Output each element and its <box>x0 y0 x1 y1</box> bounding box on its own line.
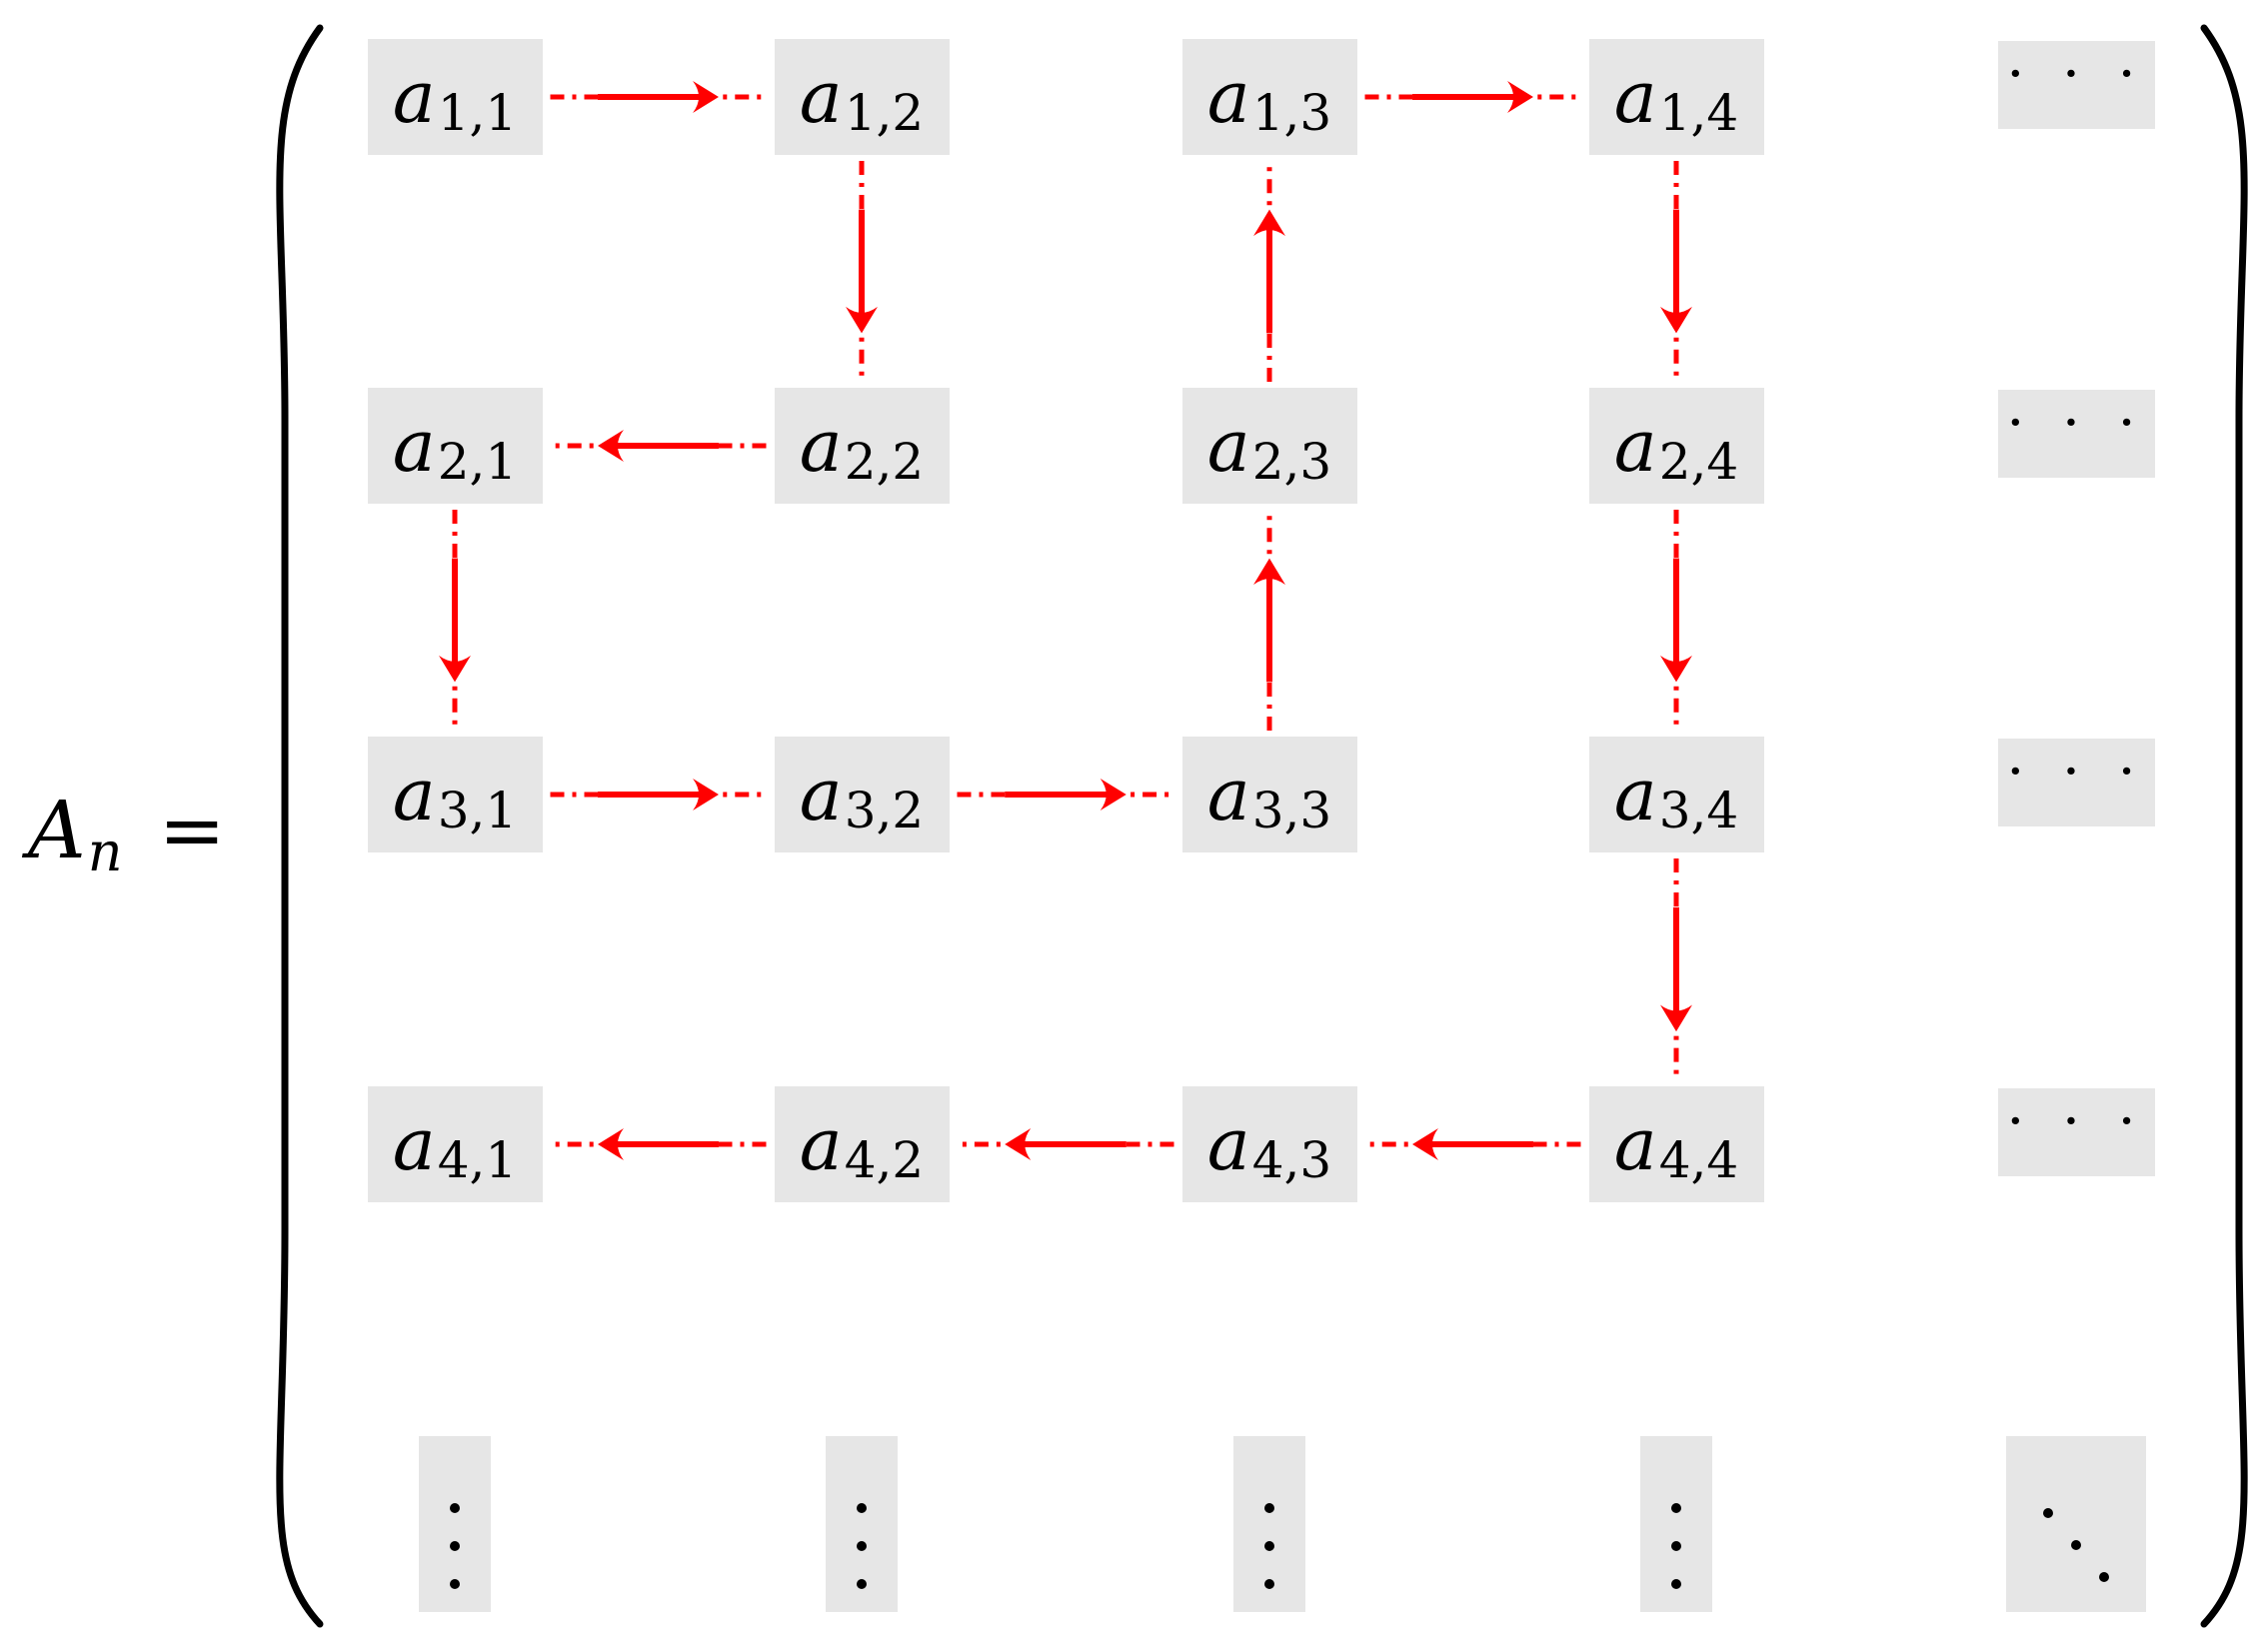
entry-symbol: a <box>392 1102 436 1186</box>
ellipsis-dot <box>1264 1541 1274 1551</box>
path-arrow <box>550 779 767 811</box>
entry-index: 3,3 <box>1251 782 1332 839</box>
path-arrow <box>439 510 471 731</box>
equals-sign: = <box>158 783 226 876</box>
entry-symbol: a <box>799 55 843 139</box>
right-parenthesis <box>2200 24 2248 1628</box>
entry-index: 4,2 <box>844 1131 925 1189</box>
diagonal-ellipsis <box>2006 1436 2146 1612</box>
ellipsis-text: · · · <box>2006 1089 2146 1154</box>
ellipsis-dot <box>450 1579 460 1589</box>
row-ellipsis: · · · <box>1997 1088 2155 1176</box>
path-arrow <box>1660 161 1692 382</box>
ellipsis-dot <box>2043 1508 2053 1518</box>
entry-symbol: a <box>392 55 436 139</box>
ellipsis-dot <box>1671 1579 1681 1589</box>
ellipsis-dot <box>1264 1579 1274 1589</box>
path-arrow <box>550 430 767 462</box>
ellipsis-dot <box>857 1541 867 1551</box>
path-arrow <box>957 779 1174 811</box>
entry-symbol: a <box>392 753 436 836</box>
entry-symbol: a <box>1613 55 1657 139</box>
entry-index: 1,3 <box>1251 84 1332 142</box>
entry-symbol: a <box>1613 1102 1657 1186</box>
path-arrow <box>846 161 878 382</box>
ellipsis-dot <box>2071 1540 2081 1550</box>
path-arrow <box>1660 858 1692 1080</box>
column-ellipsis <box>1640 1436 1712 1612</box>
path-arrow <box>1364 1128 1581 1160</box>
entry-symbol: a <box>1613 404 1657 488</box>
ellipsis-dot <box>450 1541 460 1551</box>
entry-symbol: a <box>392 404 436 488</box>
ellipsis-dot <box>857 1579 867 1589</box>
entry-symbol: a <box>1206 404 1250 488</box>
ellipsis-dot <box>1671 1503 1681 1513</box>
matrix-symbol: A <box>28 783 86 876</box>
entry-index: 4,1 <box>437 1131 518 1189</box>
ellipsis-text: · · · <box>2006 740 2146 805</box>
column-ellipsis <box>419 1436 491 1612</box>
entry-index: 1,1 <box>437 84 518 142</box>
entry-symbol: a <box>1613 753 1657 836</box>
entry-index: 2,1 <box>437 433 518 491</box>
path-arrow <box>1364 81 1581 113</box>
ellipsis-dot <box>2099 1572 2109 1582</box>
column-ellipsis <box>1233 1436 1305 1612</box>
matrix-subscript: n <box>87 820 123 883</box>
entry-symbol: a <box>799 1102 843 1186</box>
entry-symbol: a <box>1206 753 1250 836</box>
entry-index: 2,4 <box>1658 433 1739 491</box>
path-arrow <box>1253 510 1285 731</box>
path-arrow <box>1660 510 1692 731</box>
path-arrow <box>550 1128 767 1160</box>
entry-symbol: a <box>799 753 843 836</box>
entry-index: 3,4 <box>1658 782 1739 839</box>
ellipsis-dot <box>450 1503 460 1513</box>
entry-symbol: a <box>1206 55 1250 139</box>
entry-symbol: a <box>799 404 843 488</box>
ellipsis-dot <box>1671 1541 1681 1551</box>
entry-index: 4,4 <box>1658 1131 1739 1189</box>
path-arrow <box>957 1128 1174 1160</box>
column-ellipsis <box>826 1436 898 1612</box>
ellipsis-dot <box>857 1503 867 1513</box>
entry-index: 2,3 <box>1251 433 1332 491</box>
row-ellipsis: · · · <box>1997 739 2155 826</box>
path-arrow <box>550 81 767 113</box>
left-parenthesis <box>276 24 324 1628</box>
row-ellipsis: · · · <box>1997 41 2155 129</box>
entry-symbol: a <box>1206 1102 1250 1186</box>
path-arrow <box>1253 161 1285 382</box>
entry-index: 4,3 <box>1251 1131 1332 1189</box>
ellipsis-text: · · · <box>2006 391 2146 456</box>
row-ellipsis: · · · <box>1997 390 2155 478</box>
entry-index: 1,4 <box>1658 84 1739 142</box>
entry-index: 2,2 <box>844 433 925 491</box>
entry-index: 3,2 <box>844 782 925 839</box>
entry-index: 1,2 <box>844 84 925 142</box>
ellipsis-text: · · · <box>2006 42 2146 107</box>
ellipsis-dot <box>1264 1503 1274 1513</box>
entry-index: 3,1 <box>437 782 518 839</box>
